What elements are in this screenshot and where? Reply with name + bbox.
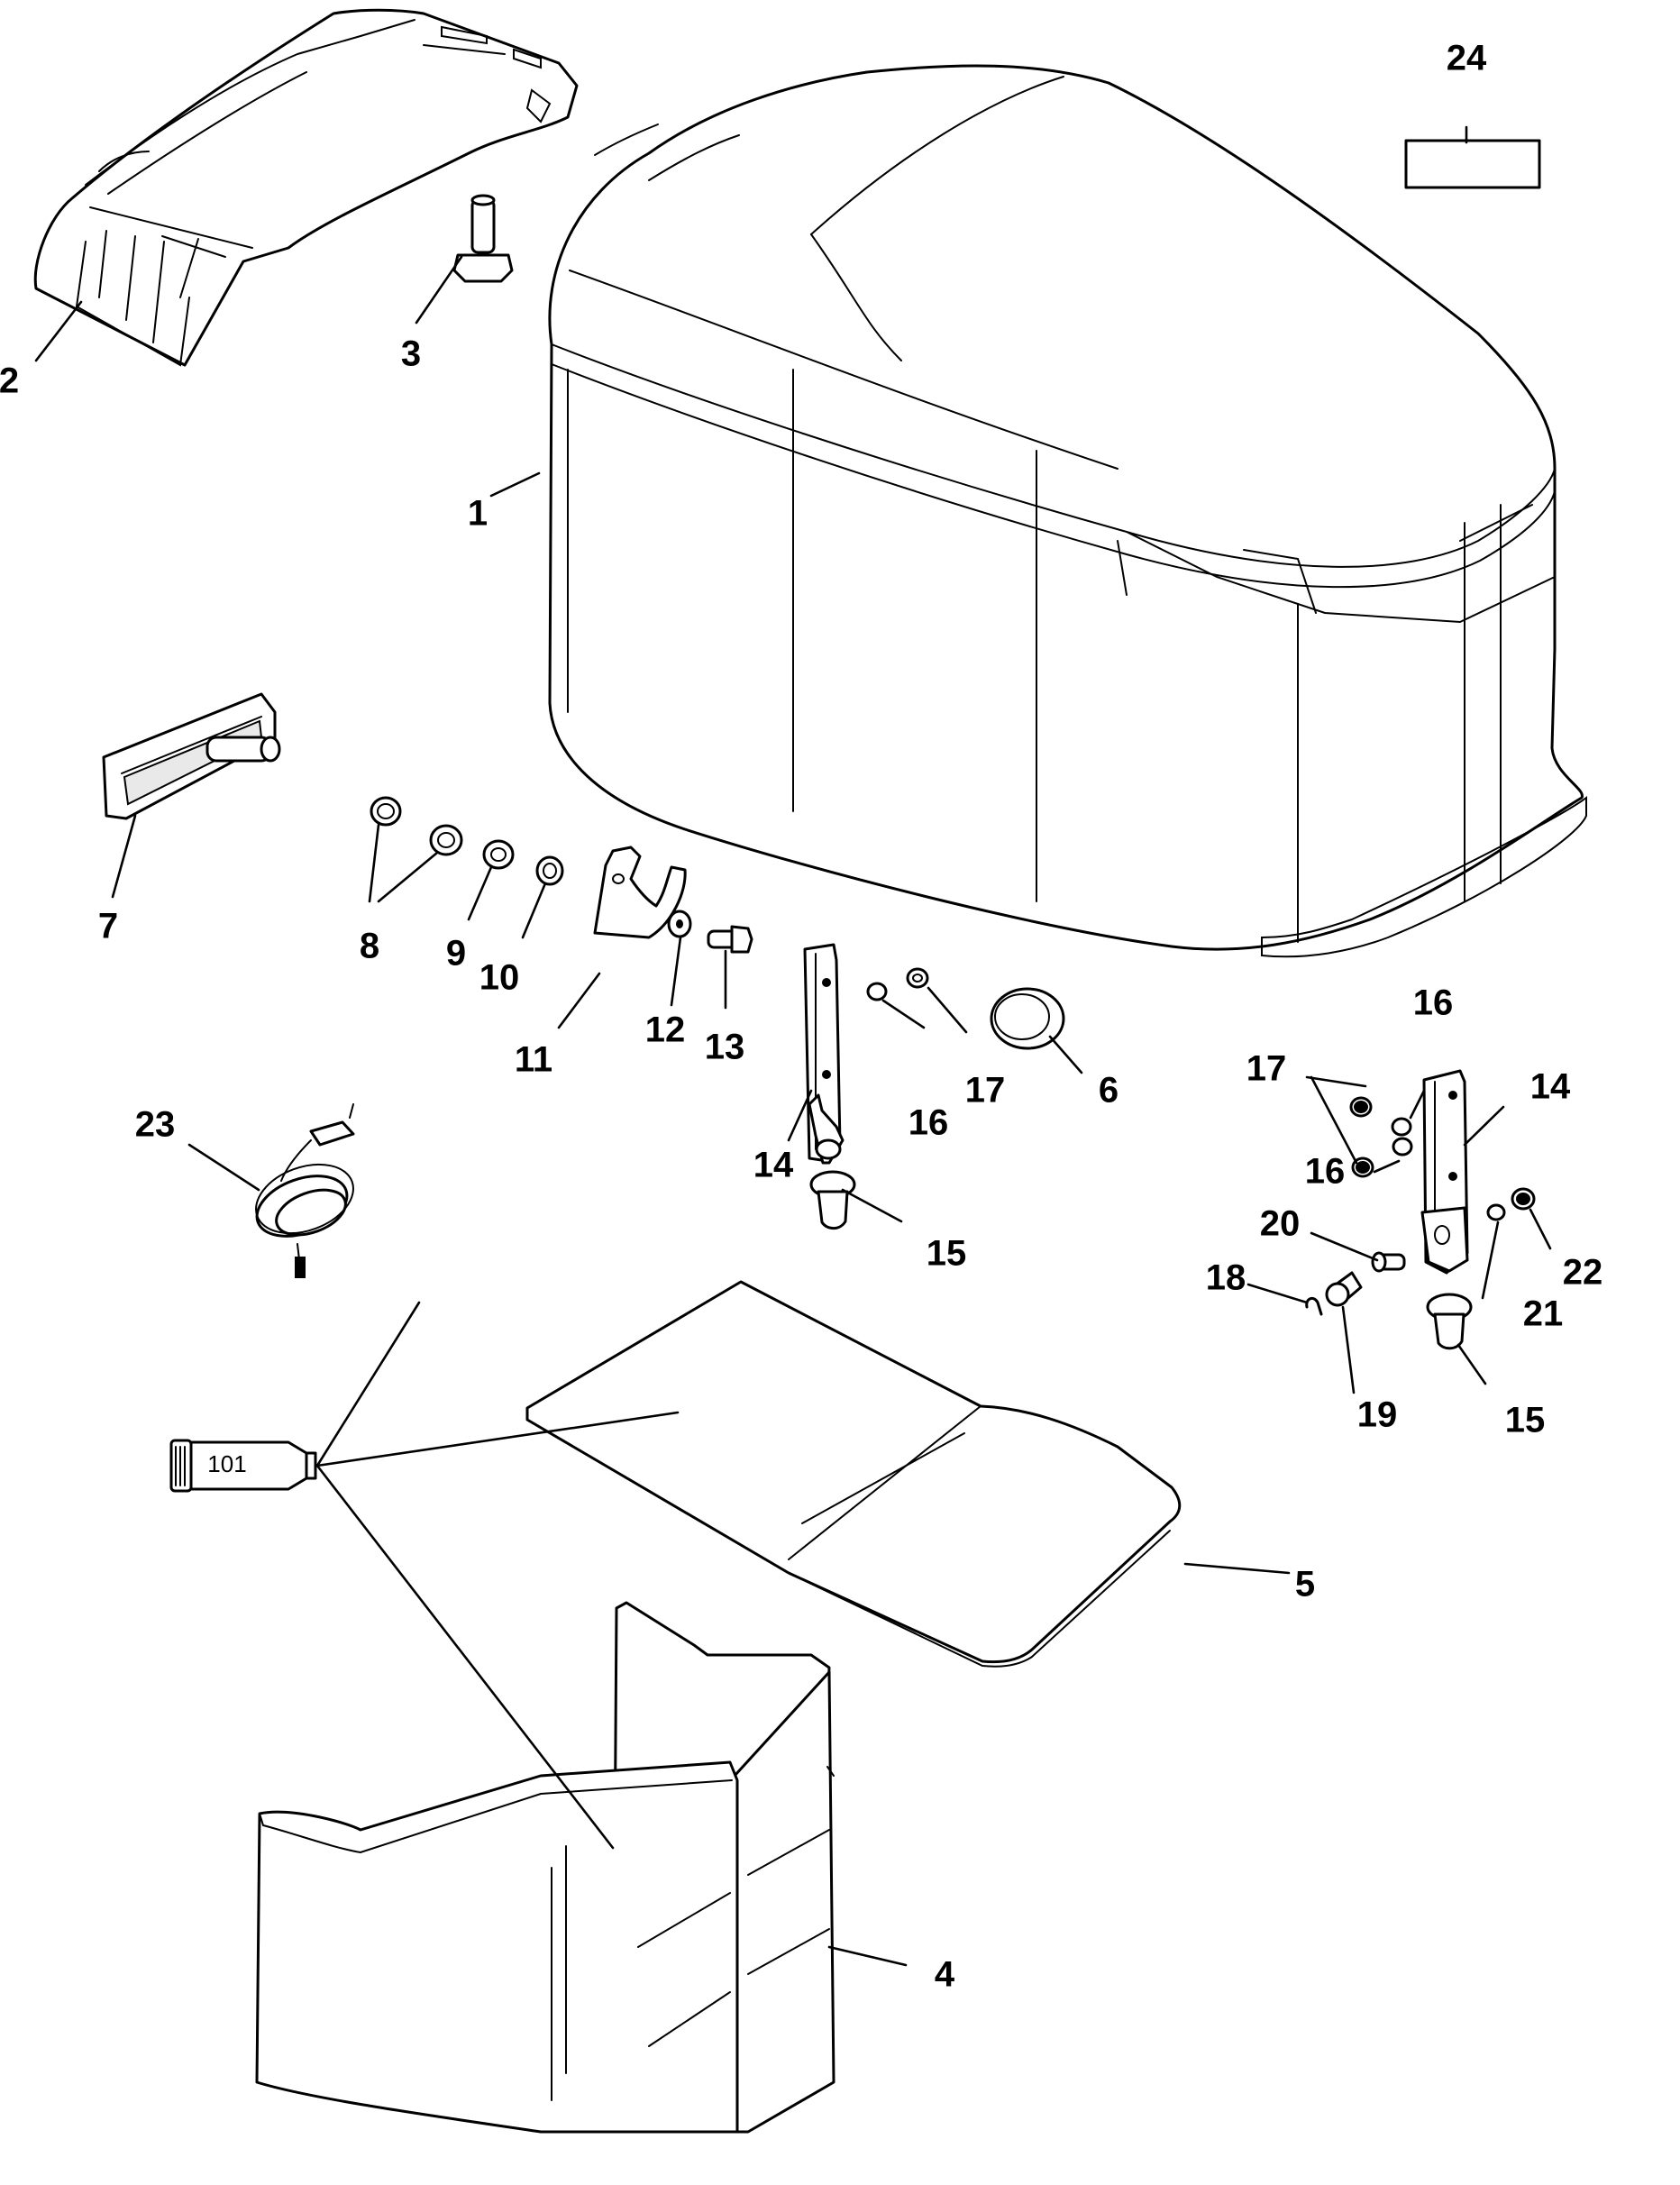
- leader-lines: [34, 125, 1552, 1967]
- callout-1: 1: [468, 494, 488, 534]
- callout-11: 11: [515, 1040, 552, 1080]
- bushing-8a: [370, 796, 402, 827]
- spacer-19: [1325, 1271, 1363, 1307]
- callout-17b: 17: [1246, 1049, 1287, 1089]
- callout-23: 23: [135, 1105, 176, 1145]
- callout-21: 21: [1523, 1294, 1564, 1334]
- top-cowl: [548, 64, 1587, 958]
- latch-bracket-right: [1420, 1069, 1469, 1275]
- grommet: [990, 987, 1065, 1050]
- latch-bracket-left: [803, 943, 845, 1165]
- callout-20: 20: [1260, 1204, 1301, 1244]
- bolt-13: [707, 925, 753, 954]
- callout-17a: 17: [965, 1071, 1006, 1111]
- callout-4: 4: [935, 1955, 955, 1995]
- rubber-bumper-right: [1426, 1293, 1473, 1350]
- nut-17-right-b: [1351, 1156, 1374, 1178]
- nut-22: [1511, 1187, 1536, 1211]
- washer-16-center: [866, 982, 888, 1001]
- washer-16-right-a: [1391, 1117, 1412, 1137]
- wiring-harness: [255, 1103, 355, 1278]
- washer-21: [1486, 1203, 1506, 1221]
- sealant-tube-label: 101: [207, 1450, 246, 1477]
- nut-17-right-a: [1349, 1096, 1373, 1118]
- callout-3: 3: [401, 334, 421, 374]
- callout-16c: 16: [1305, 1152, 1346, 1192]
- callout-18: 18: [1206, 1258, 1246, 1298]
- sealant-tube: 101: [169, 1439, 317, 1493]
- washer-16-right-b: [1392, 1137, 1413, 1156]
- callout-14a: 14: [753, 1146, 794, 1185]
- callout-16b: 16: [1413, 983, 1454, 1023]
- nut-17-center: [906, 967, 929, 989]
- callout-13: 13: [705, 1028, 745, 1067]
- callout-9: 9: [446, 934, 466, 974]
- callout-15a: 15: [927, 1234, 967, 1274]
- callout-24: 24: [1447, 39, 1487, 78]
- clip-18: [1305, 1296, 1323, 1316]
- rubber-bumper-left: [809, 1170, 856, 1230]
- callout-19: 19: [1357, 1395, 1398, 1435]
- washer-9: [482, 839, 515, 870]
- callout-22: 22: [1563, 1253, 1603, 1293]
- callout-8: 8: [360, 927, 379, 966]
- callout-12: 12: [645, 1010, 686, 1050]
- decal: [1404, 139, 1541, 189]
- callout-labels: 1 2 3 24 7 8 9 10 11 12 13 16 17 6 14 15…: [0, 39, 1602, 1995]
- callout-16a: 16: [908, 1103, 949, 1143]
- callout-6: 6: [1099, 1071, 1118, 1111]
- insulation-panels: [255, 1601, 835, 2134]
- callout-7: 7: [98, 907, 118, 946]
- callout-10: 10: [479, 958, 520, 998]
- bushing-8b: [429, 824, 463, 856]
- latch-handle: [102, 692, 281, 820]
- washer-12: [667, 910, 692, 938]
- insulation-pad: [525, 1280, 1182, 1668]
- callout-5: 5: [1295, 1565, 1315, 1604]
- callout-14b: 14: [1530, 1067, 1571, 1107]
- callout-2: 2: [0, 361, 19, 401]
- air-intake-cover: [33, 8, 579, 367]
- pin-20: [1371, 1251, 1406, 1273]
- callout-15b: 15: [1505, 1401, 1546, 1440]
- washer-10: [535, 855, 564, 886]
- screw: [452, 194, 514, 283]
